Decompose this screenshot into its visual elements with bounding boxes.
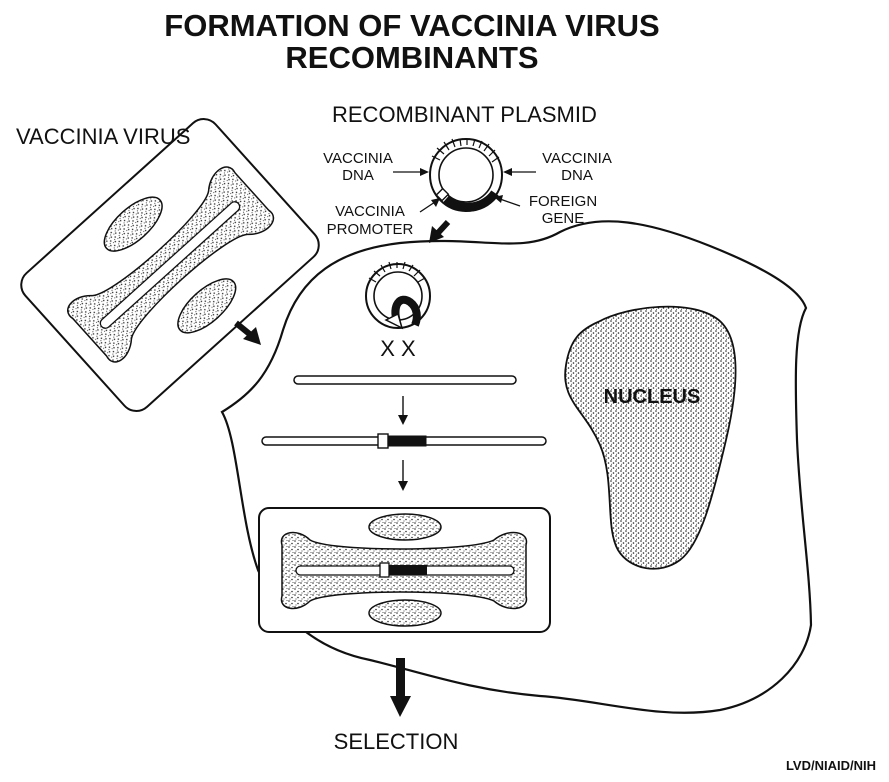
foreign-gene-label-1: FOREIGN (529, 193, 597, 210)
recombinant-virus-foreign-gene (389, 565, 427, 575)
step-arrowhead-1 (398, 415, 408, 425)
vaccinia-dna-right-label-2: DNA (561, 167, 593, 184)
vaccinia-dna-right-label-1: VACCINIA (542, 150, 612, 167)
recombinant-virus-promoter (380, 563, 389, 577)
selection-arrowhead (390, 696, 411, 717)
recombinant-plasmid-label: RECOMBINANT PLASMID (332, 102, 597, 127)
foreign-gene-label-2: GENE (542, 210, 585, 227)
recombined-genome-strand (262, 434, 546, 448)
selection-arrow-shaft (396, 658, 405, 698)
recombined-promoter-segment (378, 434, 388, 448)
step-arrowhead-2 (398, 481, 408, 491)
foreign-gene-pointer (500, 199, 520, 206)
crossover-marks: X X (380, 336, 416, 361)
vaccinia-promoter-label-2: PROMOTER (327, 221, 414, 238)
recombinant-lateral-body-upper (369, 514, 441, 540)
vaccinia-dna-left-label-1: VACCINIA (323, 150, 393, 167)
host-cell-outline (222, 221, 811, 712)
viral-genome-strand (294, 376, 516, 384)
vaccinia-promoter-label-1: VACCINIA (335, 203, 405, 220)
credit-label: LVD/NIAID/NIH (786, 758, 876, 773)
recombinant-lateral-body-lower (369, 600, 441, 626)
nucleus-label: NUCLEUS (604, 386, 701, 408)
title-line-1: FORMATION OF VACCINIA VIRUS (164, 8, 659, 43)
vaccinia-virus (15, 112, 326, 417)
recombinant-virus (259, 508, 550, 632)
vaccinia-dna-left-label-2: DNA (342, 167, 374, 184)
recombined-foreign-gene-segment (388, 436, 426, 446)
vaccinia-promoter-pointer (420, 202, 435, 212)
vaccinia-dna-right-arrowhead (503, 168, 512, 176)
vaccinia-virus-label: VACCINIA VIRUS (16, 124, 190, 149)
vaccinia-dna-left-arrowhead (420, 168, 429, 176)
vaccinia-promoter-arrowhead (431, 198, 440, 207)
title-line-2: RECOMBINANTS (285, 40, 538, 75)
nucleus (565, 307, 735, 569)
recombinant-plasmid (430, 139, 502, 211)
intracellular-plasmid (366, 262, 430, 328)
selection-label: SELECTION (334, 729, 459, 754)
